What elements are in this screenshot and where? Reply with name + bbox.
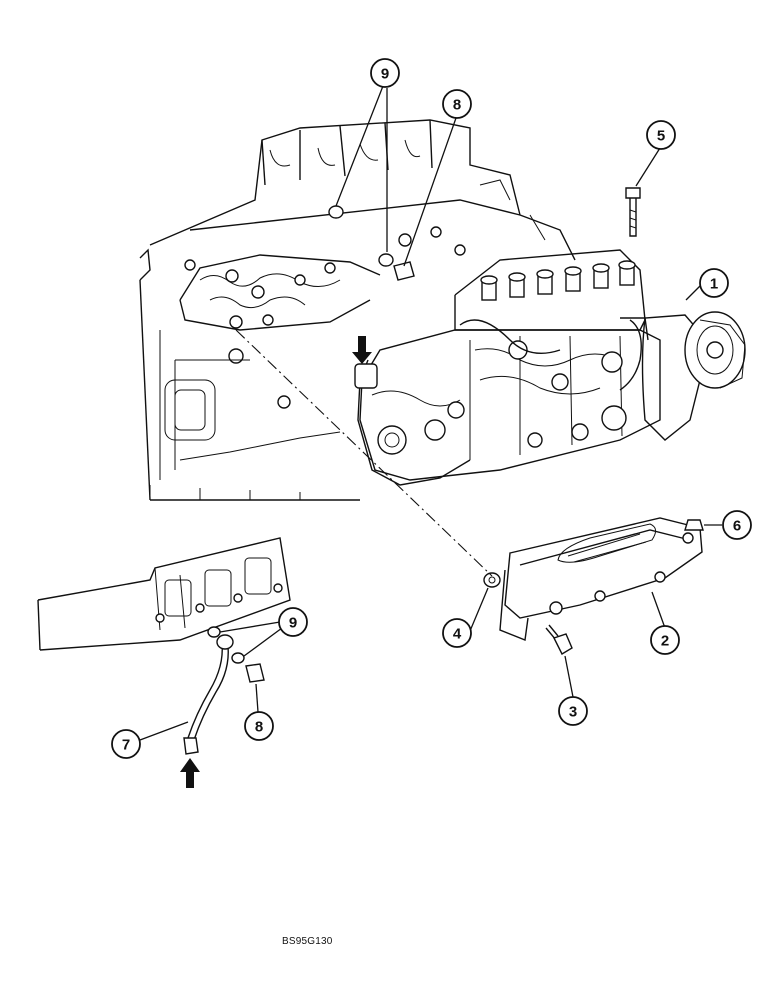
callout-9-upper: 9 — [370, 58, 400, 88]
timer-housing — [354, 359, 471, 486]
svg-text:1: 1 — [710, 276, 718, 293]
alignment-centerline — [235, 329, 493, 577]
svg-text:8: 8 — [255, 719, 263, 736]
bolt-part-3 — [545, 624, 573, 655]
support-bracket-part-2 — [499, 517, 703, 641]
bolt-part-5 — [625, 187, 641, 237]
figure-code: BS95G130 — [282, 936, 333, 947]
svg-text:2: 2 — [661, 633, 669, 650]
governor-housing — [641, 311, 746, 441]
upper-washer-9a — [328, 205, 344, 219]
engine-block — [139, 119, 576, 501]
callout-4: 4 — [442, 618, 472, 648]
callout-7: 7 — [111, 729, 141, 759]
lower-washer-9a — [207, 626, 221, 638]
leader-lines — [139, 85, 722, 741]
callout-8-lower: 8 — [244, 711, 274, 741]
fuel-inlet-arrow-icon — [352, 336, 372, 364]
callout-6: 6 — [722, 510, 752, 540]
callout-9-lower: 9 — [278, 607, 308, 637]
svg-text:3: 3 — [569, 704, 577, 721]
svg-text:7: 7 — [122, 737, 130, 754]
fuel-line-part-7 — [183, 634, 234, 755]
callout-3: 3 — [558, 696, 588, 726]
svg-text:4: 4 — [453, 626, 462, 643]
fuel-flow-arrow-icon — [180, 758, 200, 788]
svg-text:9: 9 — [381, 66, 389, 83]
svg-text:5: 5 — [657, 128, 665, 145]
manifold-section — [37, 537, 291, 651]
callout-2: 2 — [650, 625, 680, 655]
delivery-valve-row — [480, 260, 636, 301]
callout-1: 1 — [699, 268, 729, 298]
svg-text:9: 9 — [289, 615, 297, 632]
lower-washer-9b — [231, 652, 245, 664]
callout-8-upper: 8 — [442, 89, 472, 119]
callout-5: 5 — [646, 120, 676, 150]
fuel-injection-pump — [354, 249, 746, 486]
svg-text:8: 8 — [453, 97, 461, 114]
upper-washer-9b — [378, 253, 394, 267]
nut-part-6 — [684, 519, 704, 531]
lower-bolt-8 — [245, 663, 265, 683]
svg-text:6: 6 — [733, 518, 741, 535]
washer-part-4 — [483, 572, 501, 588]
